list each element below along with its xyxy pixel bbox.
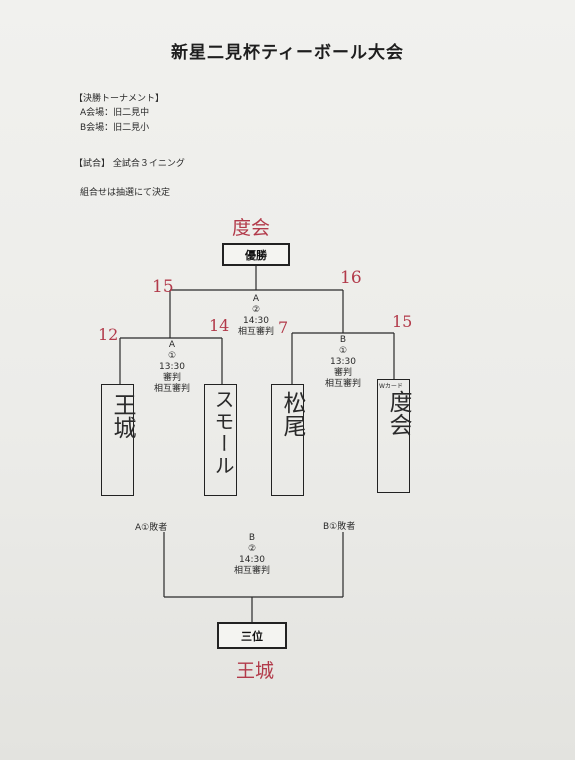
wildcard-tag: Wカード — [379, 383, 403, 390]
semi-b-referee1: 審判 — [333, 368, 352, 378]
third-match-info: B ② 14:30 相互審判 — [222, 533, 282, 577]
semi-b-referee2: 相互審判 — [324, 379, 361, 389]
loser-b-label: B①敗者 — [323, 522, 356, 532]
match-header: 【試合】 全試合３イニング — [74, 159, 185, 169]
semi-a-game: ① — [167, 351, 177, 361]
team-box-3: 松尾 — [271, 384, 305, 496]
semi-b-time: 13:30 — [330, 357, 356, 367]
final-info: A ② 14:30 相互審判 — [226, 294, 286, 338]
team-box-2: スモール — [204, 384, 237, 496]
team-name-4: 度会 — [385, 390, 411, 436]
champion-box: 優勝 — [222, 243, 290, 266]
score-semi-a-right: 14 — [209, 316, 230, 335]
final-referee: 相互審判 — [237, 327, 274, 337]
third-match-referee: 相互審判 — [233, 566, 270, 576]
final-time: 14:30 — [243, 316, 269, 326]
tournament-header: 【決勝トーナメント】 — [74, 94, 165, 104]
semi-a-court: A — [168, 340, 176, 350]
team-name-2: スモール — [211, 389, 235, 477]
third-match-court: B — [248, 533, 256, 543]
team-box-1: 王城 — [101, 384, 135, 496]
score-semi-b-left: 7 — [278, 318, 289, 337]
semi-b-court: B — [339, 335, 347, 345]
semi-a-info: A ① 13:30 審判 相互審判 — [142, 340, 202, 395]
champion-handwritten: 度会 — [232, 217, 271, 239]
team-box-4: 度会 — [377, 379, 411, 493]
score-final-right: 16 — [340, 268, 362, 288]
loser-a-label: A①敗者 — [135, 523, 168, 533]
score-semi-a-left: 12 — [98, 325, 119, 344]
semi-a-referee1: 審判 — [162, 373, 181, 383]
champion-label: 優勝 — [245, 248, 267, 262]
page-title: 新星二見杯ティーボール大会 — [171, 43, 404, 63]
third-place-handwritten: 王城 — [236, 660, 275, 682]
third-place-box: 三位 — [217, 622, 287, 649]
semi-b-game: ① — [338, 346, 348, 356]
third-match-time: 14:30 — [239, 555, 265, 565]
venue-a: A会場：旧二見中 — [80, 108, 150, 118]
semi-a-time: 13:30 — [159, 362, 185, 372]
draw-note: 組合せは抽選にて決定 — [80, 188, 171, 198]
score-final-left: 15 — [152, 277, 174, 297]
semi-b-info: B ① 13:30 審判 相互審判 — [313, 335, 373, 390]
score-semi-b-right: 15 — [392, 312, 413, 331]
final-court: A — [252, 294, 260, 304]
venue-b: B会場：旧二見小 — [80, 123, 150, 133]
team-name-1: 王城 — [109, 393, 135, 439]
third-place-label: 三位 — [241, 629, 263, 643]
team-name-3: 松尾 — [279, 391, 305, 437]
final-game: ② — [251, 305, 261, 315]
third-match-game: ② — [247, 544, 257, 554]
semi-a-referee2: 相互審判 — [153, 384, 190, 394]
